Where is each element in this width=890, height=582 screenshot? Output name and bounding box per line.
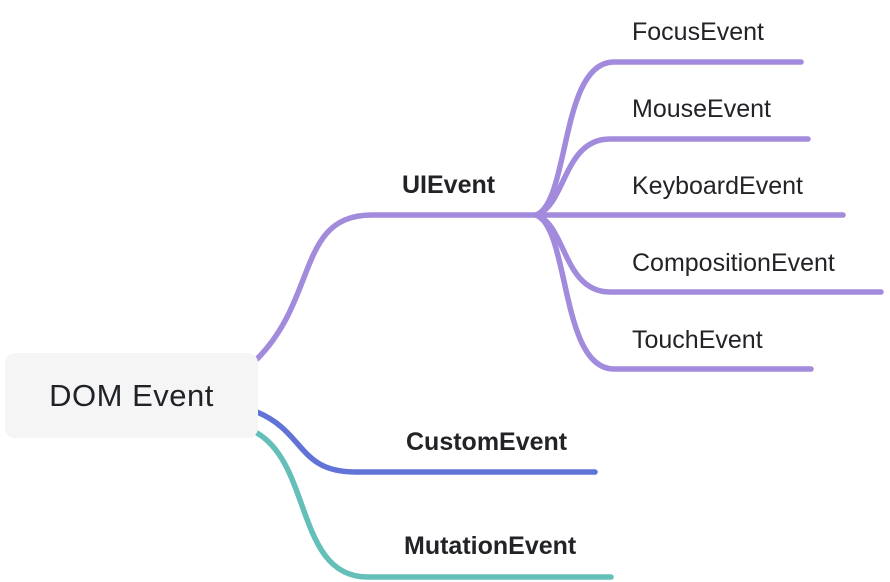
node-mutationevent[interactable]: MutationEvent [404, 532, 577, 560]
node-focusevent[interactable]: FocusEvent [632, 18, 765, 46]
node-compositionevent[interactable]: CompositionEvent [632, 249, 835, 277]
edge-uievent-touchevent [533, 212, 814, 372]
node-touchevent[interactable]: TouchEvent [632, 326, 763, 354]
node-uievent[interactable]: UIEvent [402, 171, 496, 199]
edge-uievent-mouseevent [533, 136, 811, 218]
edge-root-customevent [254, 409, 598, 475]
edge-root-mutationevent [254, 430, 614, 580]
node-mouseevent[interactable]: MouseEvent [632, 95, 771, 123]
node-dom-event[interactable]: DOM Event [5, 353, 258, 438]
node-customevent[interactable]: CustomEvent [406, 428, 568, 456]
node-keyboardevent[interactable]: KeyboardEvent [632, 172, 803, 200]
edge-root-uievent [254, 212, 539, 362]
